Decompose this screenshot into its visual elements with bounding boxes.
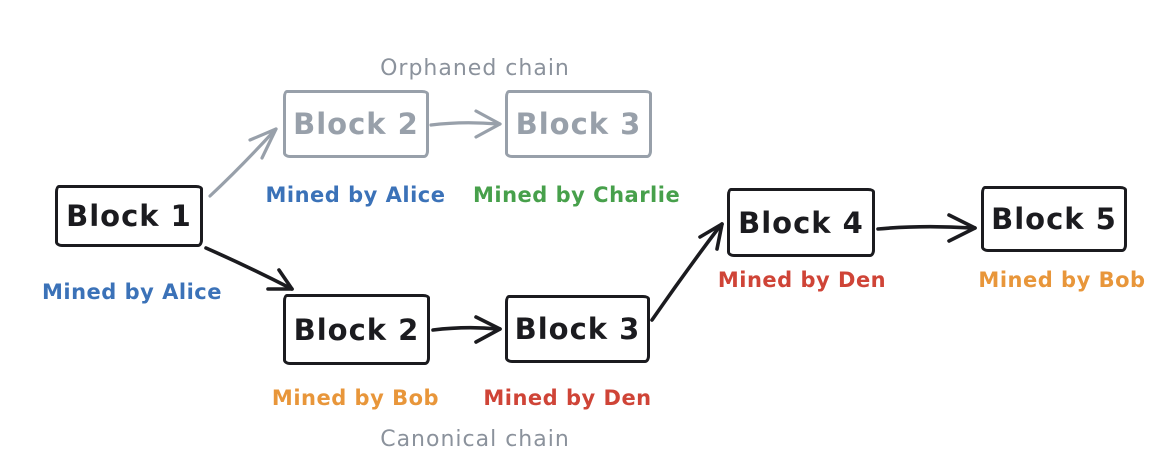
arrow-block1-to-canon-block2: [204, 246, 294, 291]
canonical-block-2-node: Block 2: [283, 294, 430, 365]
block-1-node: Block 1: [55, 185, 203, 247]
orphaned-block-3-miner-label: Mined by Charlie: [473, 183, 681, 207]
block-1-miner-label: Mined by Alice: [41, 280, 222, 304]
block-5-miner-label: Mined by Bob: [978, 268, 1146, 292]
arrow-block4-to-block5: [876, 213, 977, 243]
block-5-node: Block 5: [981, 186, 1127, 252]
block-4-miner-label: Mined by Den: [717, 268, 887, 292]
block-4-node: Block 4: [727, 188, 875, 257]
orphaned-block-2-node: Block 2: [283, 90, 429, 158]
orphaned-block-2-miner-label: Mined by Alice: [265, 183, 446, 207]
canonical-block-3-node: Block 3: [505, 295, 650, 363]
canonical-chain-title: Canonical chain: [380, 427, 570, 452]
arrow-orphan-block2-to-orphan-block3: [429, 109, 502, 139]
arrow-block1-to-orphan-block2: [208, 127, 278, 198]
canonical-block-2-miner-label: Mined by Bob: [271, 386, 440, 410]
orphaned-block-3-node: Block 3: [505, 90, 652, 158]
arrow-canon-block2-to-canon-block3: [431, 315, 502, 344]
canonical-block-3-miner-label: Mined by Den: [483, 386, 652, 410]
orphaned-chain-title: Orphaned chain: [380, 56, 570, 81]
arrow-canon-block3-to-block4: [650, 222, 724, 322]
